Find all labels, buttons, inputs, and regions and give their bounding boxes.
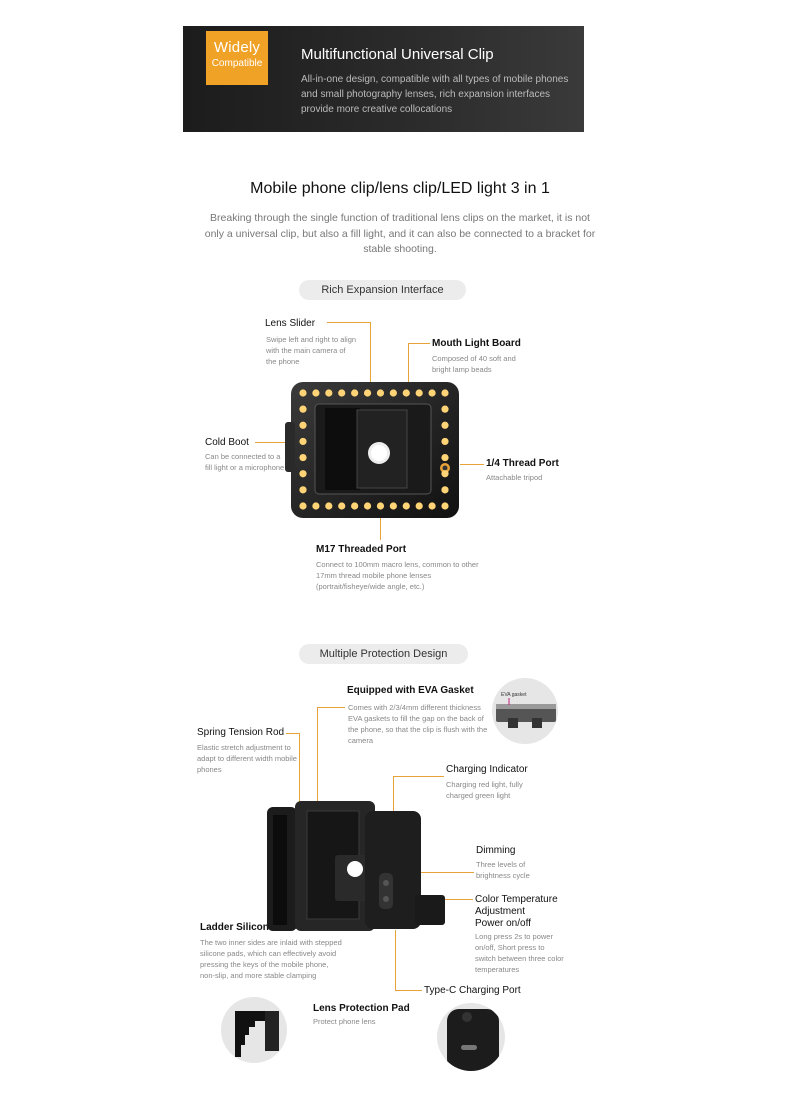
lens-pad-desc: Protect phone lens (313, 1017, 376, 1026)
power-title: Power on/off (475, 918, 531, 929)
eva-gasket-image (496, 698, 556, 728)
led-bead (376, 502, 385, 510)
led-bead (441, 470, 449, 478)
leader-line (299, 733, 300, 808)
mouth-light-title: Mouth Light Board (432, 338, 521, 349)
badge-line2: Compatible (211, 58, 263, 69)
ladder-title: Ladder Silicone Mat (200, 922, 295, 933)
leader-line (370, 322, 371, 414)
led-bead (299, 405, 307, 413)
eva-inset-label: EVA gasket (501, 692, 527, 698)
lens-slider-desc: Swipe left and right to align with the m… (266, 335, 357, 366)
led-bead (312, 502, 320, 510)
leader-line (408, 343, 409, 405)
led-bead (441, 421, 449, 429)
cold-boot-title: Cold Boot (205, 437, 249, 448)
leader-line (317, 707, 345, 708)
leader-line (408, 343, 430, 344)
led-bead (299, 437, 307, 446)
led-bead (376, 389, 385, 397)
leader-line (395, 990, 422, 991)
spring-desc: Elastic stretch adjustment to adapt to d… (197, 743, 297, 774)
led-bead (299, 453, 307, 462)
ladder-desc: The two inner sides are inlaid with step… (200, 938, 342, 980)
typec-title: Type-C Charging Port (424, 985, 521, 996)
ladder-mat-image (235, 1011, 279, 1057)
led-bead (441, 486, 449, 494)
led-bead (441, 389, 449, 397)
dimming-desc: Three levels of brightness cycle (476, 860, 530, 880)
led-bead (299, 486, 307, 494)
mouth-light-desc: Composed of 40 soft and bright lamp bead… (432, 354, 516, 374)
led-bead (325, 389, 333, 397)
banner-title: Multifunctional Universal Clip (301, 46, 494, 63)
led-bead (402, 389, 410, 397)
color-temp-title: Color Temperature Adjustment (475, 894, 558, 917)
color-temp-desc: Long press 2s to power on/off, Short pre… (475, 932, 564, 974)
led-bead (338, 389, 346, 397)
leader-line (395, 930, 396, 991)
led-bead (415, 502, 423, 510)
led-bead (441, 405, 449, 413)
section-description: Breaking through the single function of … (204, 212, 596, 255)
thread-port-title: 1/4 Thread Port (486, 458, 559, 469)
m17-title: M17 Threaded Port (316, 544, 407, 555)
led-bead (325, 502, 333, 510)
led-bead (299, 421, 307, 429)
m17-desc: Connect to 100mm macro lens, common to o… (316, 560, 479, 591)
led-bead (338, 502, 346, 510)
led-bead (363, 389, 372, 397)
typec-port-inset (437, 1003, 505, 1071)
leader-line (460, 464, 484, 465)
cold-boot-desc: Can be connected to a fill light or a mi… (205, 452, 285, 472)
leader-line (420, 872, 474, 873)
leader-line (255, 442, 297, 443)
led-bead (402, 502, 410, 510)
spring-title: Spring Tension Rod (197, 727, 285, 738)
led-bead (389, 502, 397, 510)
dimming-title: Dimming (476, 845, 516, 856)
lens-slider-title: Lens Slider (265, 318, 316, 329)
led-clip-product-image (285, 382, 459, 518)
led-bead (441, 453, 449, 462)
led-bead (428, 389, 436, 397)
lens-pad-title: Lens Protection Pad (313, 1003, 410, 1014)
charging-indicator-desc: Charging red light, fully charged green … (446, 780, 523, 800)
typec-port-image (447, 1009, 499, 1071)
led-bead (299, 502, 307, 510)
protection-pill: Multiple Protection Design (299, 644, 468, 664)
led-bead (389, 389, 397, 397)
banner-description: All-in-one design, compatible with all t… (301, 74, 569, 115)
led-bead (363, 502, 372, 510)
led-bead (299, 470, 307, 478)
leader-line (286, 733, 300, 734)
expansion-pill: Rich Expansion Interface (299, 280, 466, 300)
led-bead (351, 502, 359, 510)
leader-line (317, 707, 318, 832)
eva-desc: Comes with 2/3/4mm different thickness E… (348, 703, 488, 745)
ladder-mat-inset (221, 997, 287, 1063)
thread-port-desc: Attachable tripod (486, 473, 543, 482)
leader-line (420, 899, 473, 900)
leader-line (393, 776, 444, 777)
eva-gasket-inset: EVA gasket (492, 678, 558, 744)
compatibility-badge: Widely Compatible (206, 31, 268, 85)
leader-line (327, 322, 370, 323)
eva-title: Equipped with EVA Gasket (347, 685, 474, 696)
led-bead (312, 389, 320, 397)
protection-clip-product-image (267, 801, 445, 931)
led-bead (351, 389, 359, 397)
led-bead (299, 389, 307, 397)
led-bead (441, 437, 449, 446)
charging-indicator-title: Charging Indicator (446, 764, 528, 775)
badge-line1: Widely (213, 39, 261, 56)
led-bead (415, 389, 423, 397)
section-title: Mobile phone clip/lens clip/LED light 3 … (250, 180, 550, 197)
led-bead (441, 502, 449, 510)
led-bead (428, 502, 436, 510)
